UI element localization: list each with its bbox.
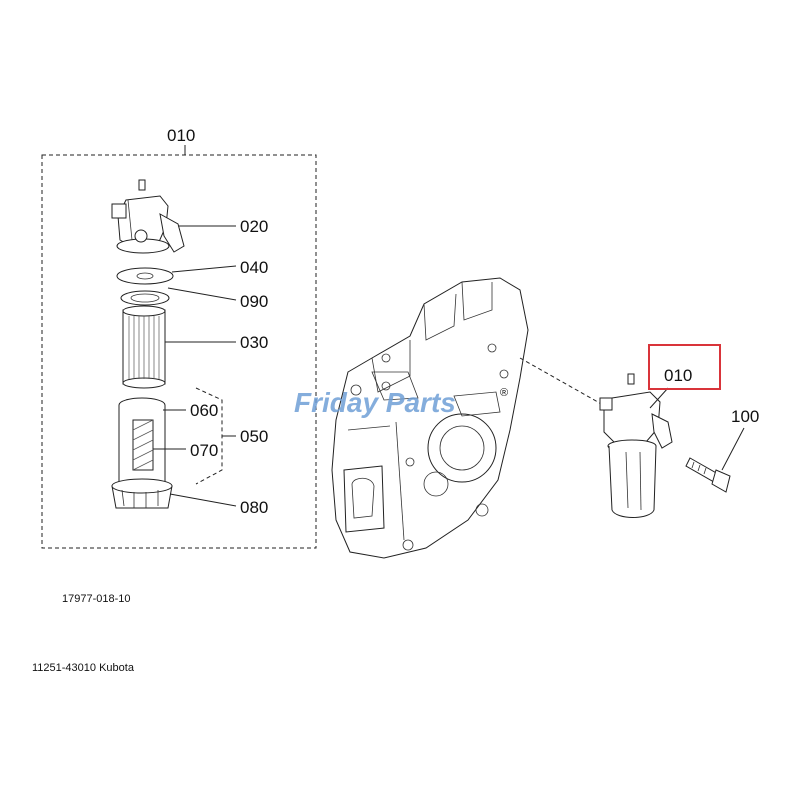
highlight-box: [648, 344, 721, 390]
callout-010-assembly: 010: [167, 126, 195, 145]
callout-050: 050: [240, 427, 268, 446]
filter-head-part: [111, 179, 185, 254]
callout-010-installed: 010: [664, 366, 692, 385]
callout-080: 080: [240, 498, 268, 517]
callout-060: 060: [190, 401, 218, 420]
o-ring-part: [116, 267, 174, 285]
bolt-part: [685, 457, 731, 493]
watermark-logo: Friday Parts: [294, 387, 456, 418]
engine-gear-case: [331, 277, 529, 559]
leader-010-right: [649, 387, 669, 409]
callout-040: 040: [240, 258, 268, 277]
callout-030: 030: [240, 333, 268, 352]
filter-element-part: [122, 305, 166, 389]
bracket-050: [195, 387, 223, 485]
leader-100: [721, 427, 745, 471]
exploded-filter-assembly: [41, 145, 317, 549]
ring-nut-part: [111, 478, 173, 509]
watermark-registered: ®: [500, 387, 508, 399]
leader-040: [171, 265, 237, 273]
assembly-boundary: [41, 154, 317, 549]
callout-090: 090: [240, 292, 268, 311]
callout-070: 070: [190, 441, 218, 460]
installed-fuel-filter: [599, 373, 673, 518]
leader-090: [167, 287, 237, 301]
filter-cup-part: [118, 397, 166, 486]
gasket-part: [120, 290, 170, 306]
part-caption: 11251-43010 Kubota: [32, 662, 135, 674]
callout-020: 020: [240, 217, 268, 236]
mounting-line: [519, 357, 613, 411]
leader-080: [169, 493, 237, 507]
callout-100: 100: [731, 407, 759, 426]
diagram-number: 17977-018-10: [62, 593, 131, 605]
